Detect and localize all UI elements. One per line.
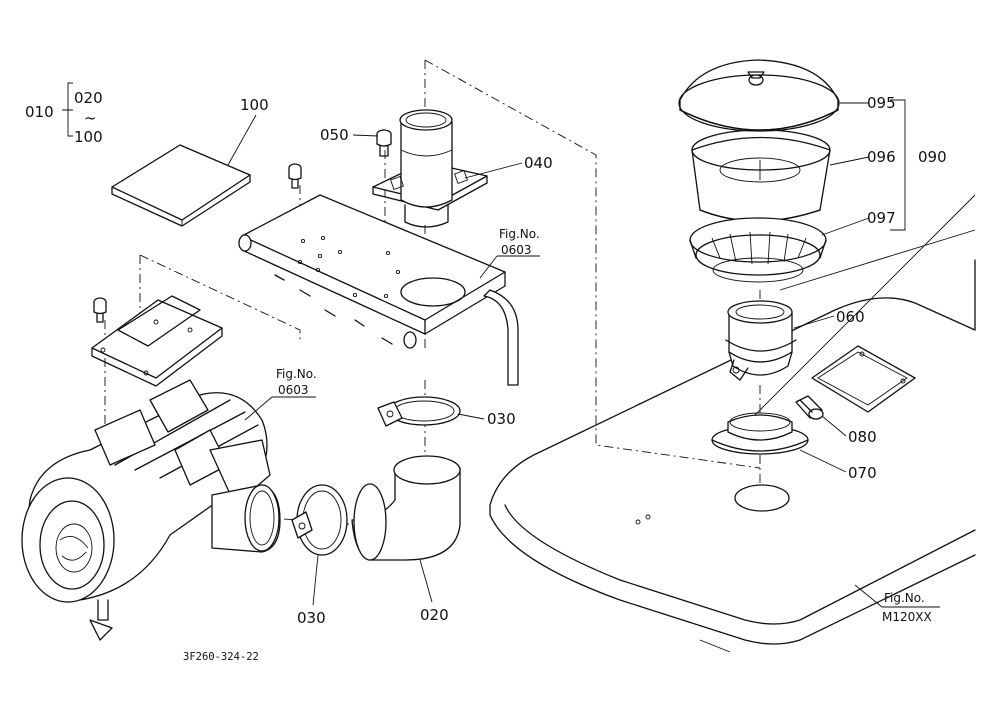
label-030-upper: 030 bbox=[487, 410, 516, 428]
bolt-small-upper bbox=[288, 163, 302, 189]
part-labels: 010 020 ~ 100 100 050 040 030 030 020 09… bbox=[25, 89, 947, 663]
label-080: 080 bbox=[848, 428, 877, 446]
inlet-pipe-060 bbox=[725, 300, 797, 376]
bolt-080 bbox=[795, 395, 824, 420]
pipe-clamp-small bbox=[729, 359, 749, 381]
label-090: 090 bbox=[918, 148, 947, 166]
hose-clamp-030-upper bbox=[377, 396, 461, 427]
label-070: 070 bbox=[848, 464, 877, 482]
label-020: 020 bbox=[420, 606, 449, 624]
gasket-070 bbox=[711, 412, 809, 455]
precleaner-fins-097 bbox=[689, 217, 827, 283]
label-097: 097 bbox=[867, 209, 896, 227]
air-cleaner-body bbox=[21, 379, 271, 641]
label-range-tilde: ~ bbox=[84, 109, 97, 127]
fig-ref-label-a: Fig.No. bbox=[499, 227, 540, 241]
fig-ref-label-c: Fig.No. bbox=[884, 591, 925, 605]
frame-holes bbox=[297, 235, 401, 299]
fig-ref-value-a: 0603 bbox=[501, 243, 532, 257]
label-100: 100 bbox=[240, 96, 269, 114]
label-range-to: 100 bbox=[74, 128, 103, 146]
precleaner-cap-095 bbox=[678, 59, 840, 132]
label-050: 050 bbox=[320, 126, 349, 144]
label-range-from: 020 bbox=[74, 89, 103, 107]
label-030-lower: 030 bbox=[297, 609, 326, 627]
fender-panel bbox=[489, 194, 976, 653]
plate-100 bbox=[111, 144, 251, 227]
hose-clamp-030-lower bbox=[291, 484, 348, 556]
bracket-040 bbox=[372, 109, 488, 228]
drawing-code: 3F260-324-22 bbox=[183, 651, 259, 663]
label-040: 040 bbox=[524, 154, 553, 172]
label-095: 095 bbox=[867, 94, 896, 112]
inlet-tube-sleeve bbox=[211, 484, 281, 553]
bolt-050 bbox=[376, 129, 392, 157]
fig-ref-value-b: 0603 bbox=[278, 383, 309, 397]
bolt-small-left bbox=[93, 297, 107, 323]
label-010: 010 bbox=[25, 103, 54, 121]
fig-ref-label-b: Fig.No. bbox=[276, 367, 317, 381]
label-096: 096 bbox=[867, 148, 896, 166]
leader-lines bbox=[62, 82, 940, 608]
label-060: 060 bbox=[836, 308, 865, 326]
fig-ref-value-c: M120XX bbox=[882, 610, 932, 624]
precleaner-body-096 bbox=[691, 129, 831, 222]
elbow-hose-020 bbox=[351, 455, 461, 561]
support-bracket bbox=[91, 295, 223, 387]
frame-studs bbox=[274, 274, 393, 345]
mounting-frame bbox=[238, 194, 519, 386]
